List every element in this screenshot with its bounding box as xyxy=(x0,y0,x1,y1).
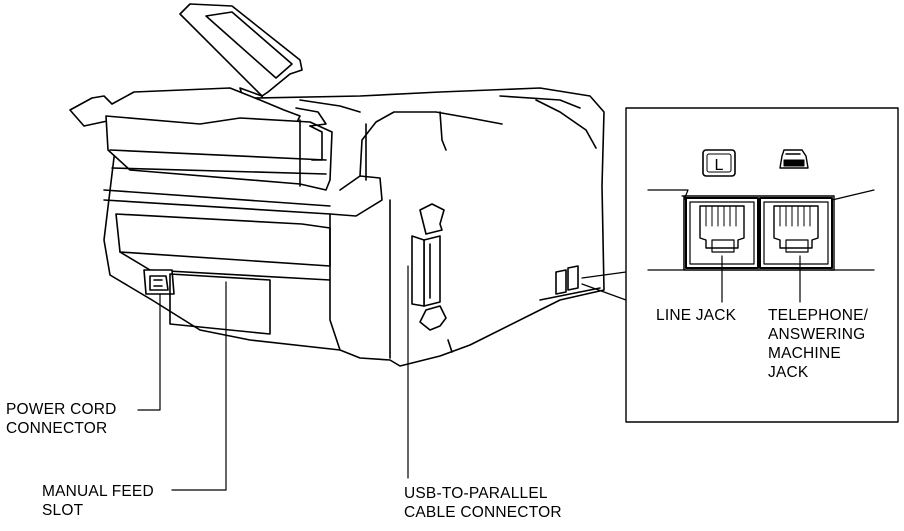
manual-feed-slot-label: MANUAL FEED SLOT xyxy=(42,483,154,519)
power-cord-leader xyxy=(137,293,161,411)
usb-to-parallel-connector xyxy=(411,203,447,331)
lower-body xyxy=(103,99,601,359)
document-tray xyxy=(69,87,333,191)
telephone-jack-label: TELEPHONE/ ANSWERING MACHINE JACK xyxy=(768,307,869,381)
line-jack-label: LINE JACK xyxy=(656,307,737,324)
manual-feed-leader xyxy=(171,281,227,491)
usb-to-parallel-label: USB-TO-PARALLEL CABLE CONNECTOR xyxy=(404,485,562,521)
manual-feed-slot xyxy=(169,273,271,335)
line-letter-icon: L xyxy=(702,149,736,177)
inset-leader-bottom xyxy=(581,283,627,301)
body-jacks xyxy=(555,265,579,295)
power-cord-connector-label: POWER CORD CONNECTOR xyxy=(6,401,117,437)
telephone-answering-machine-jack xyxy=(759,197,833,269)
telephone-icon xyxy=(779,149,809,169)
leader-lines xyxy=(137,265,627,491)
inset-leader-top xyxy=(581,271,627,279)
power-cord-connector xyxy=(143,269,175,295)
jack-inset-panel: L xyxy=(625,107,899,423)
line-letter-text: L xyxy=(715,157,724,174)
